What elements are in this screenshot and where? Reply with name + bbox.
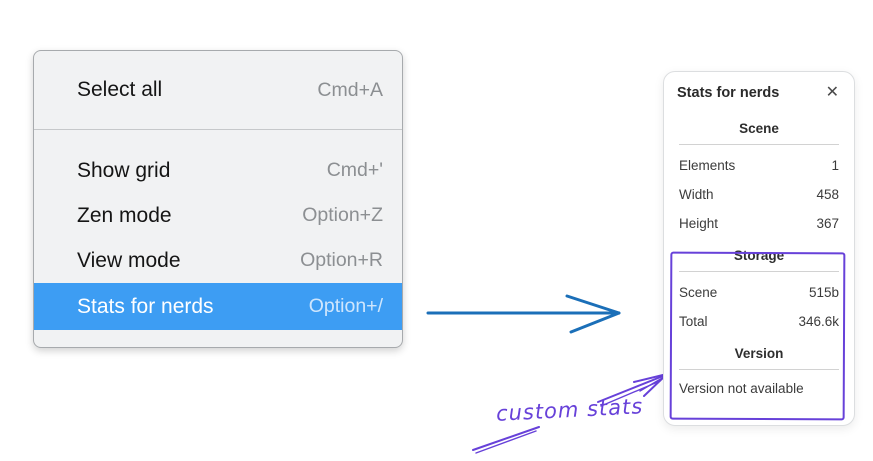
storage-rows: Scene 515b Total 346.6k (677, 272, 841, 336)
menu-item-shortcut: Option+/ (308, 295, 383, 317)
menu-divider (34, 129, 402, 130)
menu-item-view-mode[interactable]: View mode Option+R (34, 238, 402, 283)
menu-item-label: Show grid (77, 158, 171, 182)
menu-item-label: Select all (77, 78, 163, 101)
stat-label: Width (679, 187, 714, 202)
stat-label: Scene (679, 285, 718, 300)
section-divider (679, 271, 839, 272)
stat-row-elements: Elements 1 (677, 151, 841, 180)
stat-value: 1 (831, 158, 839, 173)
stat-value: 458 (816, 187, 839, 202)
menu-item-shortcut: Cmd+' (326, 159, 383, 181)
stat-row-total-storage: Total 346.6k (677, 307, 841, 336)
stat-label: Total (679, 314, 708, 329)
menu-item-zen-mode[interactable]: Zen mode Option+Z (34, 193, 402, 238)
menu-item-label: View mode (77, 248, 181, 272)
stat-value: 346.6k (798, 314, 839, 329)
stat-label: Elements (679, 158, 736, 173)
section-header-version: Version (734, 346, 784, 361)
version-note: Version not available (679, 381, 804, 396)
menu-item-shortcut: Option+Z (302, 204, 383, 226)
stats-panel: Stats for nerds ✕ Scene Elements 1 Width… (663, 71, 855, 426)
close-icon[interactable]: ✕ (825, 84, 839, 101)
menu-item-shortcut: Option+R (300, 249, 383, 271)
menu-item-select-all[interactable]: Select all Cmd+A (34, 51, 402, 129)
section-header-scene: Scene (739, 121, 779, 136)
stat-row-height: Height 367 (677, 209, 841, 238)
section-header-storage: Storage (733, 248, 785, 263)
menu-item-label: Stats for nerds (77, 294, 214, 318)
stat-row-scene-storage: Scene 515b (677, 278, 841, 307)
section-divider (679, 144, 839, 145)
scene-rows: Elements 1 Width 458 Height 367 (677, 145, 841, 238)
section-divider (679, 369, 839, 370)
custom-stats-annotation: custom stats (495, 394, 644, 426)
menu-item-show-grid[interactable]: Show grid Cmd+' (34, 148, 402, 193)
menu-item-stats-for-nerds[interactable]: Stats for nerds Option+/ (34, 283, 402, 330)
menu-item-shortcut: Cmd+A (317, 78, 383, 101)
stats-panel-header: Stats for nerds ✕ (677, 84, 841, 102)
stat-row-width: Width 458 (677, 180, 841, 209)
stat-value: 515b (808, 285, 839, 300)
stats-panel-title: Stats for nerds (677, 85, 780, 101)
blue-arrow (426, 294, 621, 334)
menu-group: Show grid Cmd+' Zen mode Option+Z View m… (34, 130, 402, 330)
menu-item-label: Zen mode (77, 203, 172, 227)
stat-value: 367 (816, 216, 839, 231)
context-menu: Select all Cmd+A Show grid Cmd+' Zen mod… (33, 50, 403, 348)
purple-arrow (472, 373, 668, 454)
stat-label: Height (679, 216, 719, 231)
